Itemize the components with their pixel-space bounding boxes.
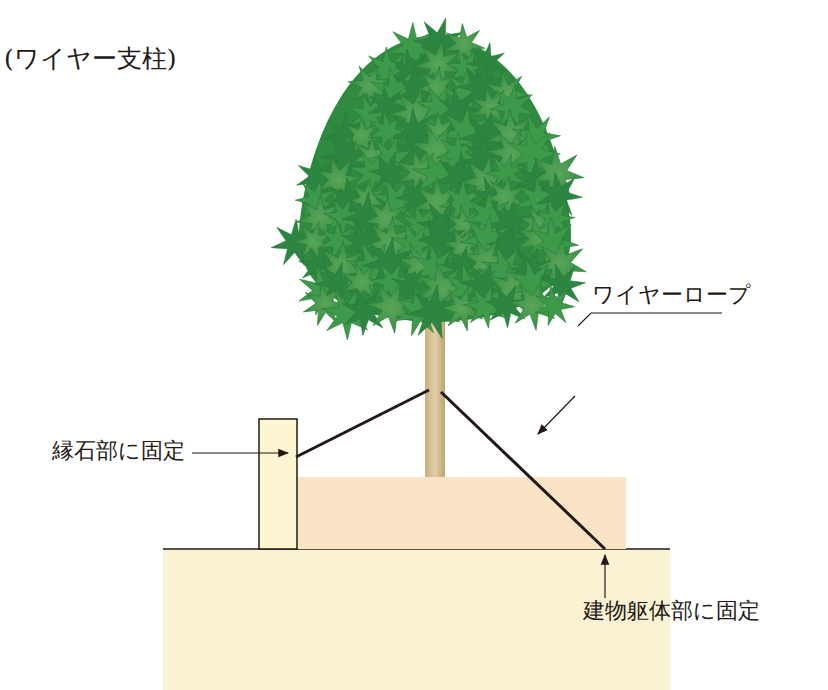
curb-stone xyxy=(259,419,297,549)
tree-canopy xyxy=(271,18,586,340)
leader-arrow xyxy=(538,396,575,434)
leader-arrow xyxy=(604,555,605,598)
label: 建物躯体部に固定 xyxy=(583,598,760,624)
leader-arrow xyxy=(192,452,288,453)
leaf xyxy=(535,285,575,325)
wire-rope xyxy=(296,390,429,457)
label: 縁石部に固定 xyxy=(52,438,185,464)
soil xyxy=(298,477,626,549)
wire-rope xyxy=(441,392,605,549)
title: (ワイヤー支柱) xyxy=(4,44,177,74)
label: ワイヤーロープ xyxy=(592,282,751,308)
leader-line xyxy=(578,313,722,326)
